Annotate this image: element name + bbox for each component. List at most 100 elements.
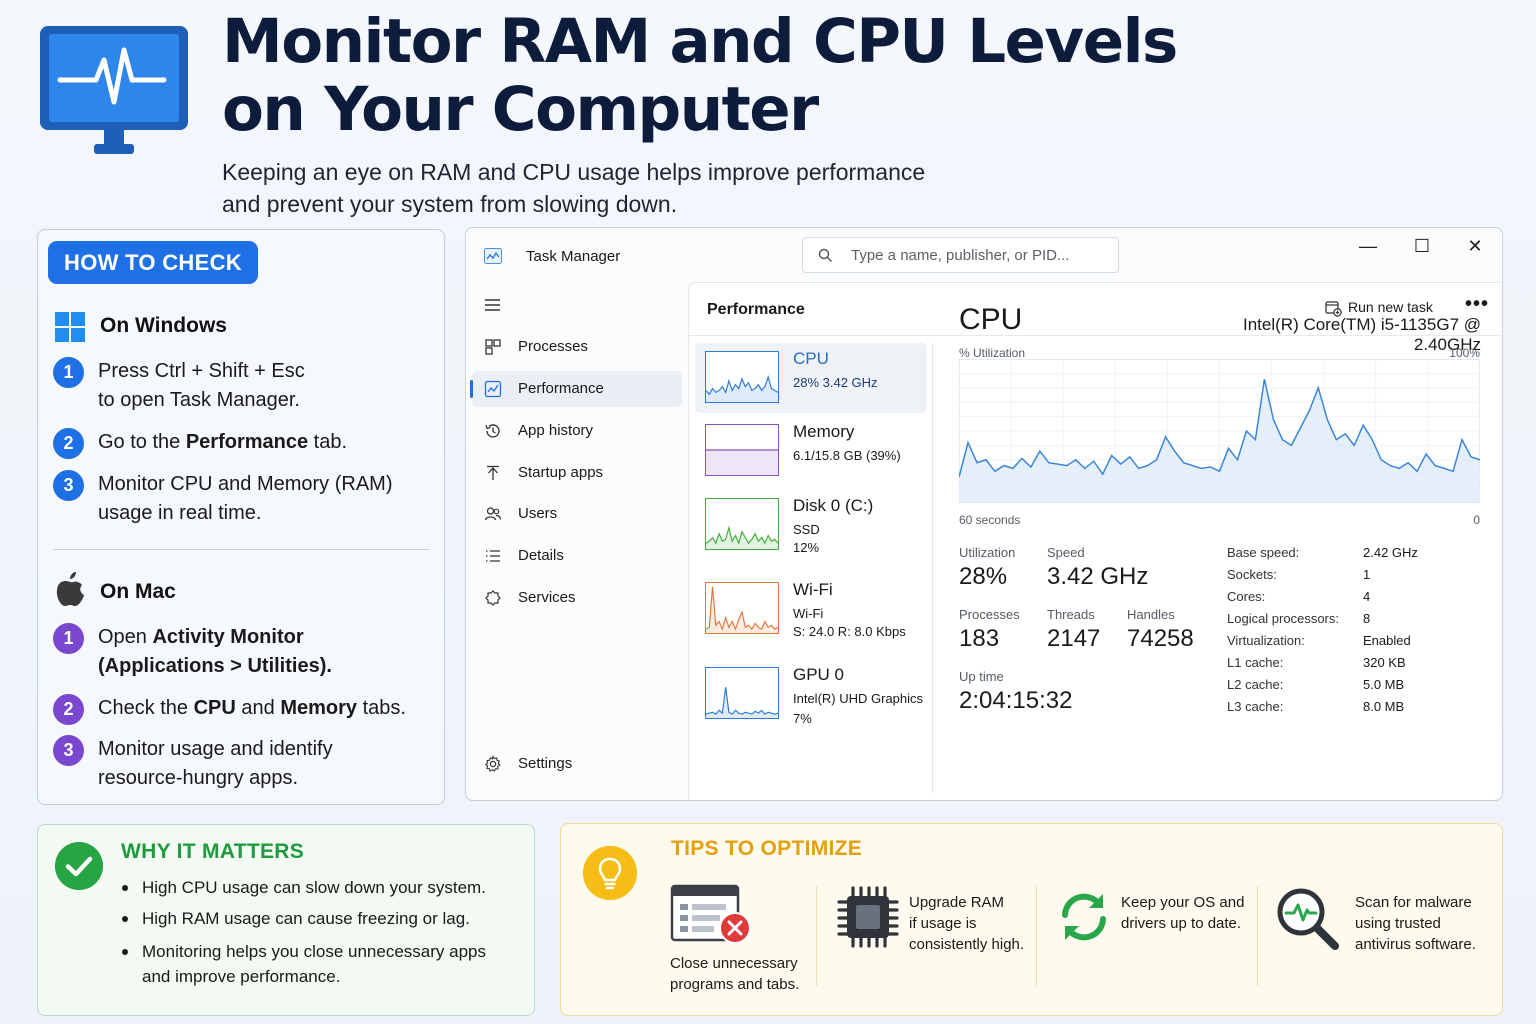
resource-detail: 6.1/15.8 GB (39%)	[793, 448, 901, 463]
tip-4-line2: using trusted	[1355, 915, 1441, 932]
tip-2-line1: Upgrade RAM	[909, 894, 1005, 911]
nav-item-settings[interactable]: Settings	[472, 746, 682, 782]
maximize-button[interactable]: ☐	[1413, 236, 1431, 256]
mac-step-1: Open Activity Monitor (Applications > Ut…	[98, 623, 438, 681]
spec-value: 2.42 GHz	[1363, 545, 1418, 560]
task-manager-app-icon	[484, 248, 502, 264]
tip-2-text: Upgrade RAM if usage is consistently hig…	[909, 892, 1024, 955]
why-item-2-text: High RAM usage can cause freezing or lag…	[142, 909, 470, 928]
details-icon	[486, 550, 500, 562]
spec-key: Logical processors:	[1227, 611, 1339, 626]
windows-step-3-line2: usage in real time.	[98, 502, 262, 524]
uptime-value: 2:04:15:32	[959, 687, 1073, 714]
tip-3-line2: drivers up to date.	[1121, 915, 1242, 932]
close-button[interactable]: ✕	[1467, 236, 1483, 256]
windows-step-1: Press Ctrl + Shift + Esc to open Task Ma…	[98, 357, 438, 415]
startup-icon	[487, 465, 499, 480]
processes-label: Processes	[959, 607, 1020, 622]
memory-thumbnail-graph	[705, 424, 779, 476]
spec-key: Base speed:	[1227, 545, 1300, 560]
mac-step-3-line2: resource-hungry apps.	[98, 767, 299, 789]
minimize-button[interactable]: —	[1359, 236, 1377, 256]
resource-gpu[interactable]: GPU 0 Intel(R) UHD Graphics 7%	[695, 659, 927, 729]
run-new-task-button[interactable]: Run new task	[1325, 299, 1433, 317]
mac-step-3: Monitor usage and identify resource-hung…	[98, 735, 438, 793]
why-item-3-line2: and improve performance.	[142, 967, 341, 986]
tip-divider	[816, 886, 817, 986]
resource-cpu[interactable]: CPU 28% 3.42 GHz	[695, 343, 927, 413]
resource-name: CPU	[793, 349, 829, 368]
utilization-axis-max: 100%	[1449, 346, 1480, 360]
monitor-pulse-icon	[40, 26, 188, 154]
nav-item-performance[interactable]: Performance	[470, 371, 682, 407]
mac-step-1-pre: Open	[98, 626, 153, 648]
why-item-3: Monitoring helps you close unnecessary a…	[122, 939, 522, 989]
processes-icon	[485, 339, 501, 355]
nav-item-startup-apps[interactable]: Startup apps	[472, 455, 682, 491]
mac-step-2-number: 2	[53, 694, 84, 725]
services-icon	[485, 590, 501, 606]
resource-detail-2: 7%	[793, 711, 812, 726]
resource-wifi[interactable]: Wi-Fi Wi-Fi S: 24.0 R: 8.0 Kbps	[695, 574, 927, 644]
mac-step-2-bold2: Memory	[280, 697, 358, 719]
mac-step-3-line1: Monitor usage and identify	[98, 738, 333, 760]
spec-value: 8.0 MB	[1363, 699, 1405, 714]
nav-item-app-history[interactable]: App history	[472, 413, 682, 449]
nav-label: Settings	[518, 755, 573, 772]
why-item-2: High RAM usage can cause freezing or lag…	[122, 906, 522, 931]
performance-heading: Performance	[707, 301, 805, 318]
handles-label: Handles	[1127, 607, 1175, 622]
windows-step-2-post: tab.	[308, 431, 348, 453]
tip-1-line1: Close unnecessary	[670, 955, 798, 972]
hamburger-menu-icon[interactable]	[484, 298, 501, 312]
resource-name: Wi-Fi	[793, 580, 833, 599]
resource-detail-2: S: 24.0 R: 8.0 Kbps	[793, 624, 906, 639]
thumbnail-area	[706, 586, 778, 633]
windows-step-3-line1: Monitor CPU and Memory (RAM)	[98, 473, 393, 495]
tip-divider	[1036, 886, 1037, 986]
speed-label: Speed	[1047, 545, 1085, 560]
time-axis-min: 0	[1473, 513, 1480, 527]
tip-3-line1: Keep your OS and	[1121, 894, 1245, 911]
nav-item-services[interactable]: Services	[472, 580, 682, 616]
mac-step-1-number: 1	[53, 623, 84, 654]
mac-step-1-line2: (Applications > Utilities).	[98, 655, 332, 677]
title-line-1: Monitor RAM and CPU Levels	[222, 6, 1178, 77]
windows-step-3: Monitor CPU and Memory (RAM) usage in re…	[98, 470, 438, 528]
tip-4-line1: Scan for malware	[1355, 894, 1472, 911]
refresh-icon	[1062, 893, 1106, 941]
search-input[interactable]: Type a name, publisher, or PID...	[802, 237, 1119, 273]
resource-detail: SSD	[793, 522, 820, 537]
windows-step-3-number: 3	[53, 470, 84, 501]
task-manager-window: Task Manager Type a name, publisher, or …	[465, 227, 1503, 801]
resource-name: Disk 0 (C:)	[793, 496, 874, 515]
tip-2-line3: consistently high.	[909, 936, 1025, 953]
utilization-axis-label: % Utilization	[959, 346, 1026, 360]
nav-item-processes[interactable]: Processes	[472, 329, 682, 365]
magnifier-pulse-icon	[1277, 888, 1339, 950]
header-divider	[689, 335, 1502, 336]
tips-card: TIPS TO OPTIMIZE Close unnecessary progr…	[560, 823, 1503, 1016]
mac-step-1-bold: Activity Monitor	[152, 626, 304, 648]
more-options-button[interactable]: •••	[1465, 293, 1490, 315]
nav-item-users[interactable]: Users	[472, 496, 682, 532]
resource-disk[interactable]: Disk 0 (C:) SSD 12%	[695, 490, 927, 560]
thumbnail-area	[706, 527, 778, 549]
why-it-matters-title: WHY IT MATTERS	[121, 840, 305, 863]
tip-1-text: Close unnecessary programs and tabs.	[670, 953, 799, 995]
thumbnail-area	[706, 450, 778, 475]
resource-detail: 28% 3.42 GHz	[793, 375, 878, 390]
close-window-icon	[670, 884, 751, 944]
title-line-2: on Your Computer	[222, 74, 819, 145]
windows-heading: On Windows	[100, 314, 227, 337]
window-title: Task Manager	[526, 248, 621, 265]
mac-step-2-bold: CPU	[193, 697, 236, 719]
cpu-area	[959, 379, 1480, 503]
resource-name: Memory	[793, 422, 855, 441]
resource-memory[interactable]: Memory 6.1/15.8 GB (39%)	[695, 416, 927, 486]
pane-divider	[932, 343, 933, 793]
windows-step-2-bold: Performance	[185, 431, 309, 453]
nav-item-details[interactable]: Details	[472, 538, 682, 574]
performance-icon	[484, 380, 502, 398]
history-icon	[485, 424, 500, 438]
